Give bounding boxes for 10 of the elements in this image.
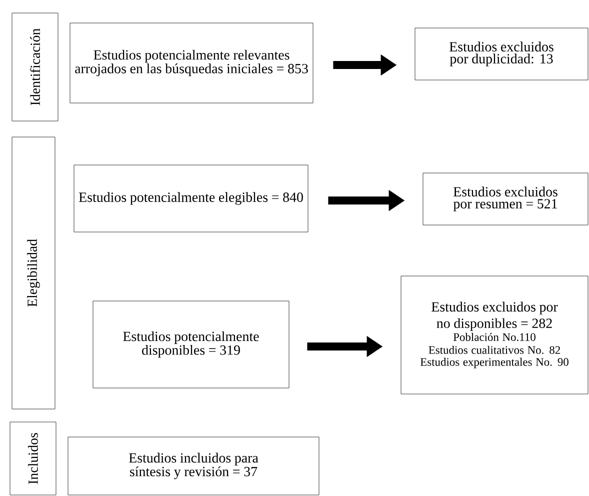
process-box: Estudios incluidos para síntesis y revisión = 37 xyxy=(68,436,320,496)
stage-label-box: Elegibilidad xyxy=(12,136,56,410)
process-box: Estudios potencialmente disponibles = 319 xyxy=(92,300,290,388)
process-box: Estudios excluidos por resumen = 521 xyxy=(422,172,588,226)
process-box: Estudios potencialmente elegibles = 840 xyxy=(74,164,308,232)
process-box: Estudios potencialmente relevantes arrojados en las búsquedas iniciales = 853 xyxy=(70,22,314,104)
process-box: Estudios excluidos por no disponibles = 282 Población No.110 Estudios cualitativos No. 82 Estudios experimentales No. 90 xyxy=(400,276,588,394)
process-box: Estudios excluidos por duplicidad: 13 xyxy=(414,28,588,80)
stage-label-box: Identificación xyxy=(12,12,58,122)
stage-label-box: Incluidos xyxy=(10,422,56,496)
